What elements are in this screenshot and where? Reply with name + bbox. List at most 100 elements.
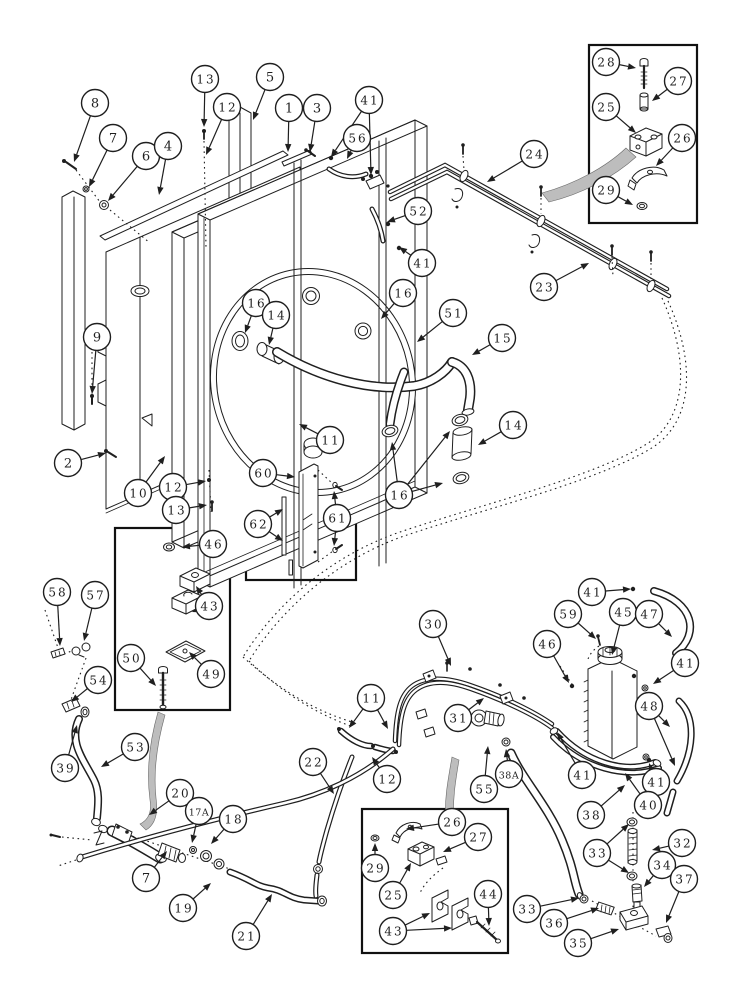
callout-12[interactable]: 12 — [206, 92, 242, 156]
callout-27[interactable]: 27 — [443, 822, 493, 853]
callout-58[interactable]: 58 — [42, 577, 72, 647]
callout-26[interactable]: 26 — [656, 123, 697, 167]
callout-2[interactable]: 2 — [53, 448, 107, 478]
callout-21[interactable]: 21 — [231, 894, 273, 951]
callout-17A[interactable]: 17A — [184, 796, 214, 844]
callout-38[interactable]: 38 — [576, 785, 626, 830]
elbow-37 — [655, 925, 673, 943]
inset-a-parts — [627, 58, 668, 210]
callout-13[interactable]: 13 — [161, 495, 208, 525]
callout-23[interactable]: 23 — [529, 263, 590, 302]
left-fitting-chain — [44, 609, 355, 907]
callout-45[interactable]: 45 — [608, 597, 638, 656]
callout-38A[interactable]: 38A — [494, 749, 524, 789]
callout-56[interactable]: 56 — [342, 123, 372, 160]
callout-16[interactable]: 16 — [384, 431, 451, 510]
callout-25[interactable]: 25 — [591, 92, 637, 134]
callout-62[interactable]: 62 — [243, 509, 284, 541]
callout-18[interactable]: 18 — [211, 804, 248, 845]
callout-41[interactable]: 41 — [557, 732, 597, 790]
callout-39[interactable]: 39 — [50, 725, 80, 783]
callout-40[interactable]: 40 — [625, 773, 663, 820]
callout-20[interactable]: 20 — [149, 778, 195, 816]
callout-35[interactable]: 35 — [563, 928, 620, 958]
callout-47[interactable]: 47 — [634, 599, 673, 638]
svg-text:13: 13 — [167, 503, 186, 517]
callout-43[interactable]: 43 — [192, 586, 224, 621]
o-ring-38a — [501, 737, 511, 747]
callout-12[interactable]: 12 — [372, 757, 402, 794]
callout-14[interactable]: 14 — [478, 410, 528, 446]
callout-27[interactable]: 27 — [652, 66, 693, 102]
callout-41[interactable]: 41 — [577, 577, 632, 607]
callout-14[interactable]: 14 — [261, 300, 291, 346]
callout-33[interactable]: 33 — [512, 894, 580, 924]
callout-28[interactable]: 28 — [591, 47, 637, 77]
callout-12[interactable]: 12 — [158, 472, 207, 502]
hose-shade-mid-left — [139, 711, 166, 831]
callout-53[interactable]: 53 — [101, 732, 150, 768]
callout-41[interactable]: 41 — [653, 648, 700, 685]
svg-text:33: 33 — [588, 846, 607, 860]
callout-16[interactable]: 16 — [241, 288, 271, 334]
callout-60[interactable]: 60 — [248, 458, 296, 488]
callout-3[interactable]: 3 — [302, 93, 332, 153]
svg-text:37: 37 — [675, 872, 694, 886]
callout-10[interactable]: 10 — [123, 456, 166, 508]
callout-44[interactable]: 44 — [473, 879, 503, 927]
callout-7[interactable]: 7 — [89, 123, 128, 188]
callout-4[interactable]: 4 — [153, 131, 183, 196]
callout-29[interactable]: 29 — [591, 175, 634, 206]
callout-49[interactable]: 49 — [189, 652, 226, 689]
fitting-7-lower — [157, 842, 186, 863]
callout-34[interactable]: 34 — [644, 850, 677, 888]
callout-36[interactable]: 36 — [539, 907, 600, 938]
callout-26[interactable]: 26 — [406, 807, 467, 837]
svg-text:26: 26 — [443, 815, 462, 829]
callout-46[interactable]: 46 — [182, 529, 228, 559]
o-ring-33c — [579, 894, 589, 904]
callout-22[interactable]: 22 — [298, 747, 335, 795]
callout-15[interactable]: 15 — [472, 323, 517, 356]
callout-43[interactable]: 43 — [378, 913, 453, 946]
callout-54[interactable]: 54 — [71, 665, 113, 703]
callout-31[interactable]: 31 — [443, 698, 485, 733]
callout-48[interactable]: 48 — [634, 691, 676, 767]
callout-33[interactable]: 33 — [582, 824, 630, 873]
block-25d — [407, 841, 435, 867]
callout-16[interactable]: 16 — [381, 278, 418, 320]
elbow-fitting-31 — [470, 709, 505, 727]
callout-55[interactable]: 55 — [469, 746, 499, 804]
callout-57[interactable]: 57 — [80, 580, 110, 642]
svg-text:30: 30 — [424, 617, 443, 631]
radiator-assembly-drawing — [61, 106, 428, 589]
shroud-boss — [354, 322, 372, 340]
callout-37[interactable]: 37 — [666, 864, 699, 924]
callout-24[interactable]: 24 — [487, 139, 549, 183]
callout-61[interactable]: 61 — [322, 491, 352, 546]
callout-30[interactable]: 30 — [418, 609, 452, 667]
callout-8[interactable]: 8 — [73, 88, 110, 163]
callout-6[interactable]: 6 — [108, 141, 161, 202]
callout-11[interactable]: 11 — [299, 424, 345, 455]
callout-52[interactable]: 52 — [387, 196, 433, 226]
callout-29[interactable]: 29 — [360, 843, 390, 883]
callout-41[interactable]: 41 — [399, 247, 437, 278]
callout-46[interactable]: 46 — [532, 629, 570, 684]
callout-25[interactable]: 25 — [378, 863, 412, 910]
reservoir-tank-group — [549, 586, 695, 817]
callout-7[interactable]: 7 — [131, 851, 168, 893]
callout-19[interactable]: 19 — [168, 883, 212, 923]
callout-59[interactable]: 59 — [553, 599, 597, 640]
callout-9[interactable]: 9 — [82, 322, 112, 395]
callout-41[interactable]: 41 — [641, 763, 671, 797]
callout-5[interactable]: 5 — [252, 62, 285, 121]
callout-50[interactable]: 50 — [116, 643, 157, 687]
callout-11[interactable]: 11 — [349, 683, 388, 730]
inset-a — [587, 43, 699, 225]
callout-51[interactable]: 51 — [417, 298, 468, 343]
callout-32[interactable]: 32 — [652, 828, 697, 858]
callout-13[interactable]: 13 — [190, 64, 220, 128]
callout-1[interactable]: 1 — [274, 93, 304, 153]
